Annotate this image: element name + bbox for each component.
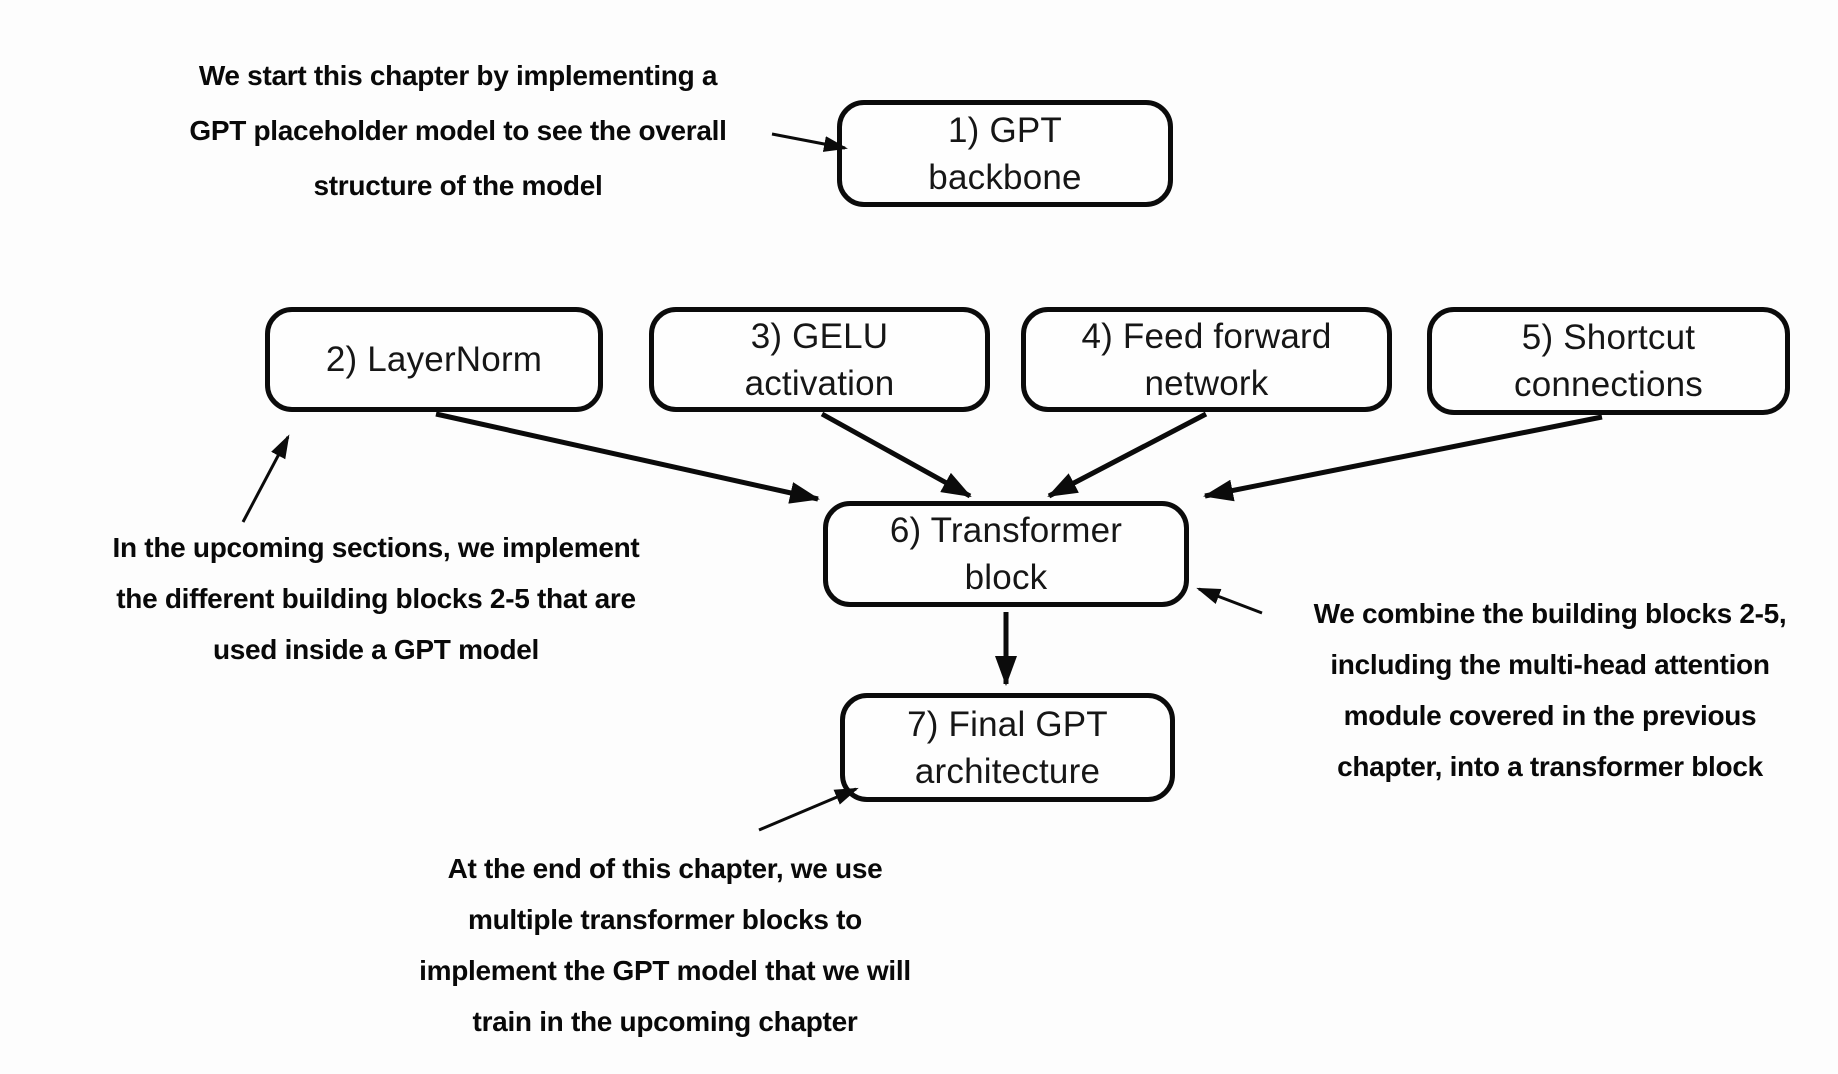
annotation-line: including the multi-head attention — [1330, 649, 1770, 680]
arrow-layernorm-to-transformer-block — [435, 411, 820, 504]
node-label-line: 6) Transformer — [889, 511, 1123, 550]
node-gpt-backbone: 1) GPT backbone — [837, 100, 1173, 207]
node-shortcut-connections: 5) Shortcut connections — [1427, 307, 1790, 415]
annotation-line: We start this chapter by implementing a — [198, 60, 718, 91]
arrow-note-to-transformer-block — [1196, 587, 1263, 615]
annotation-line: In the upcoming sections, we implement — [112, 532, 640, 563]
annotation-right: We combine the building blocks 2-5, incl… — [1270, 588, 1830, 792]
annotation-line: implement the GPT model that we will — [419, 955, 911, 986]
node-label-line: 4) Feed forward — [1081, 316, 1332, 356]
node-label-line: architecture — [914, 751, 1101, 791]
node-label-line: connections — [1514, 365, 1703, 404]
node-gelu-activation: 3) GELU activation — [649, 307, 990, 412]
annotation-line: GPT placeholder model to see the overall — [189, 115, 727, 146]
arrow-gelu-to-transformer-block — [820, 411, 972, 499]
annotation-line: multiple transformer blocks to — [468, 904, 862, 935]
node-label-line: 2) LayerNorm — [325, 340, 543, 379]
annotation-line: At the end of this chapter, we use — [447, 853, 883, 884]
node-label-line: network — [1144, 363, 1269, 403]
node-label-line: backbone — [928, 157, 1082, 197]
annotation-line: structure of the model — [313, 170, 603, 201]
annotation-line: module covered in the previous — [1343, 700, 1757, 731]
node-label-line: block — [964, 558, 1048, 597]
node-label-line: 5) Shortcut — [1521, 318, 1696, 357]
node-transformer-block: 6) Transformer block — [823, 501, 1189, 607]
annotation-line: We combine the building blocks 2-5, — [1313, 598, 1787, 629]
annotation-left: In the upcoming sections, we implement t… — [70, 522, 682, 675]
node-layernorm: 2) LayerNorm — [265, 307, 603, 412]
node-label-line: 3) GELU — [750, 316, 889, 356]
annotation-top-left: We start this chapter by implementing a … — [158, 48, 758, 213]
annotation-line: train in the upcoming chapter — [472, 1006, 858, 1037]
node-label-line: 1) GPT — [948, 110, 1062, 150]
node-label-line: activation — [744, 363, 895, 403]
arrow-feed-forward-to-transformer-block — [1047, 411, 1208, 499]
annotation-line: used inside a GPT model — [212, 634, 540, 665]
node-feed-forward-network: 4) Feed forward network — [1021, 307, 1392, 412]
arrow-note-to-gpt-backbone — [771, 132, 848, 152]
annotation-line: the different building blocks 2-5 that a… — [116, 583, 636, 614]
annotation-bottom: At the end of this chapter, we use multi… — [355, 843, 975, 1047]
arrow-note-to-layernorm — [241, 434, 290, 523]
node-label-line: 7) Final GPT — [907, 704, 1108, 744]
arrow-shortcut-to-transformer-block — [1203, 414, 1603, 502]
arrow-note-to-final-gpt — [758, 787, 859, 832]
node-final-gpt-architecture: 7) Final GPT architecture — [840, 693, 1175, 802]
annotation-line: chapter, into a transformer block — [1337, 751, 1763, 782]
